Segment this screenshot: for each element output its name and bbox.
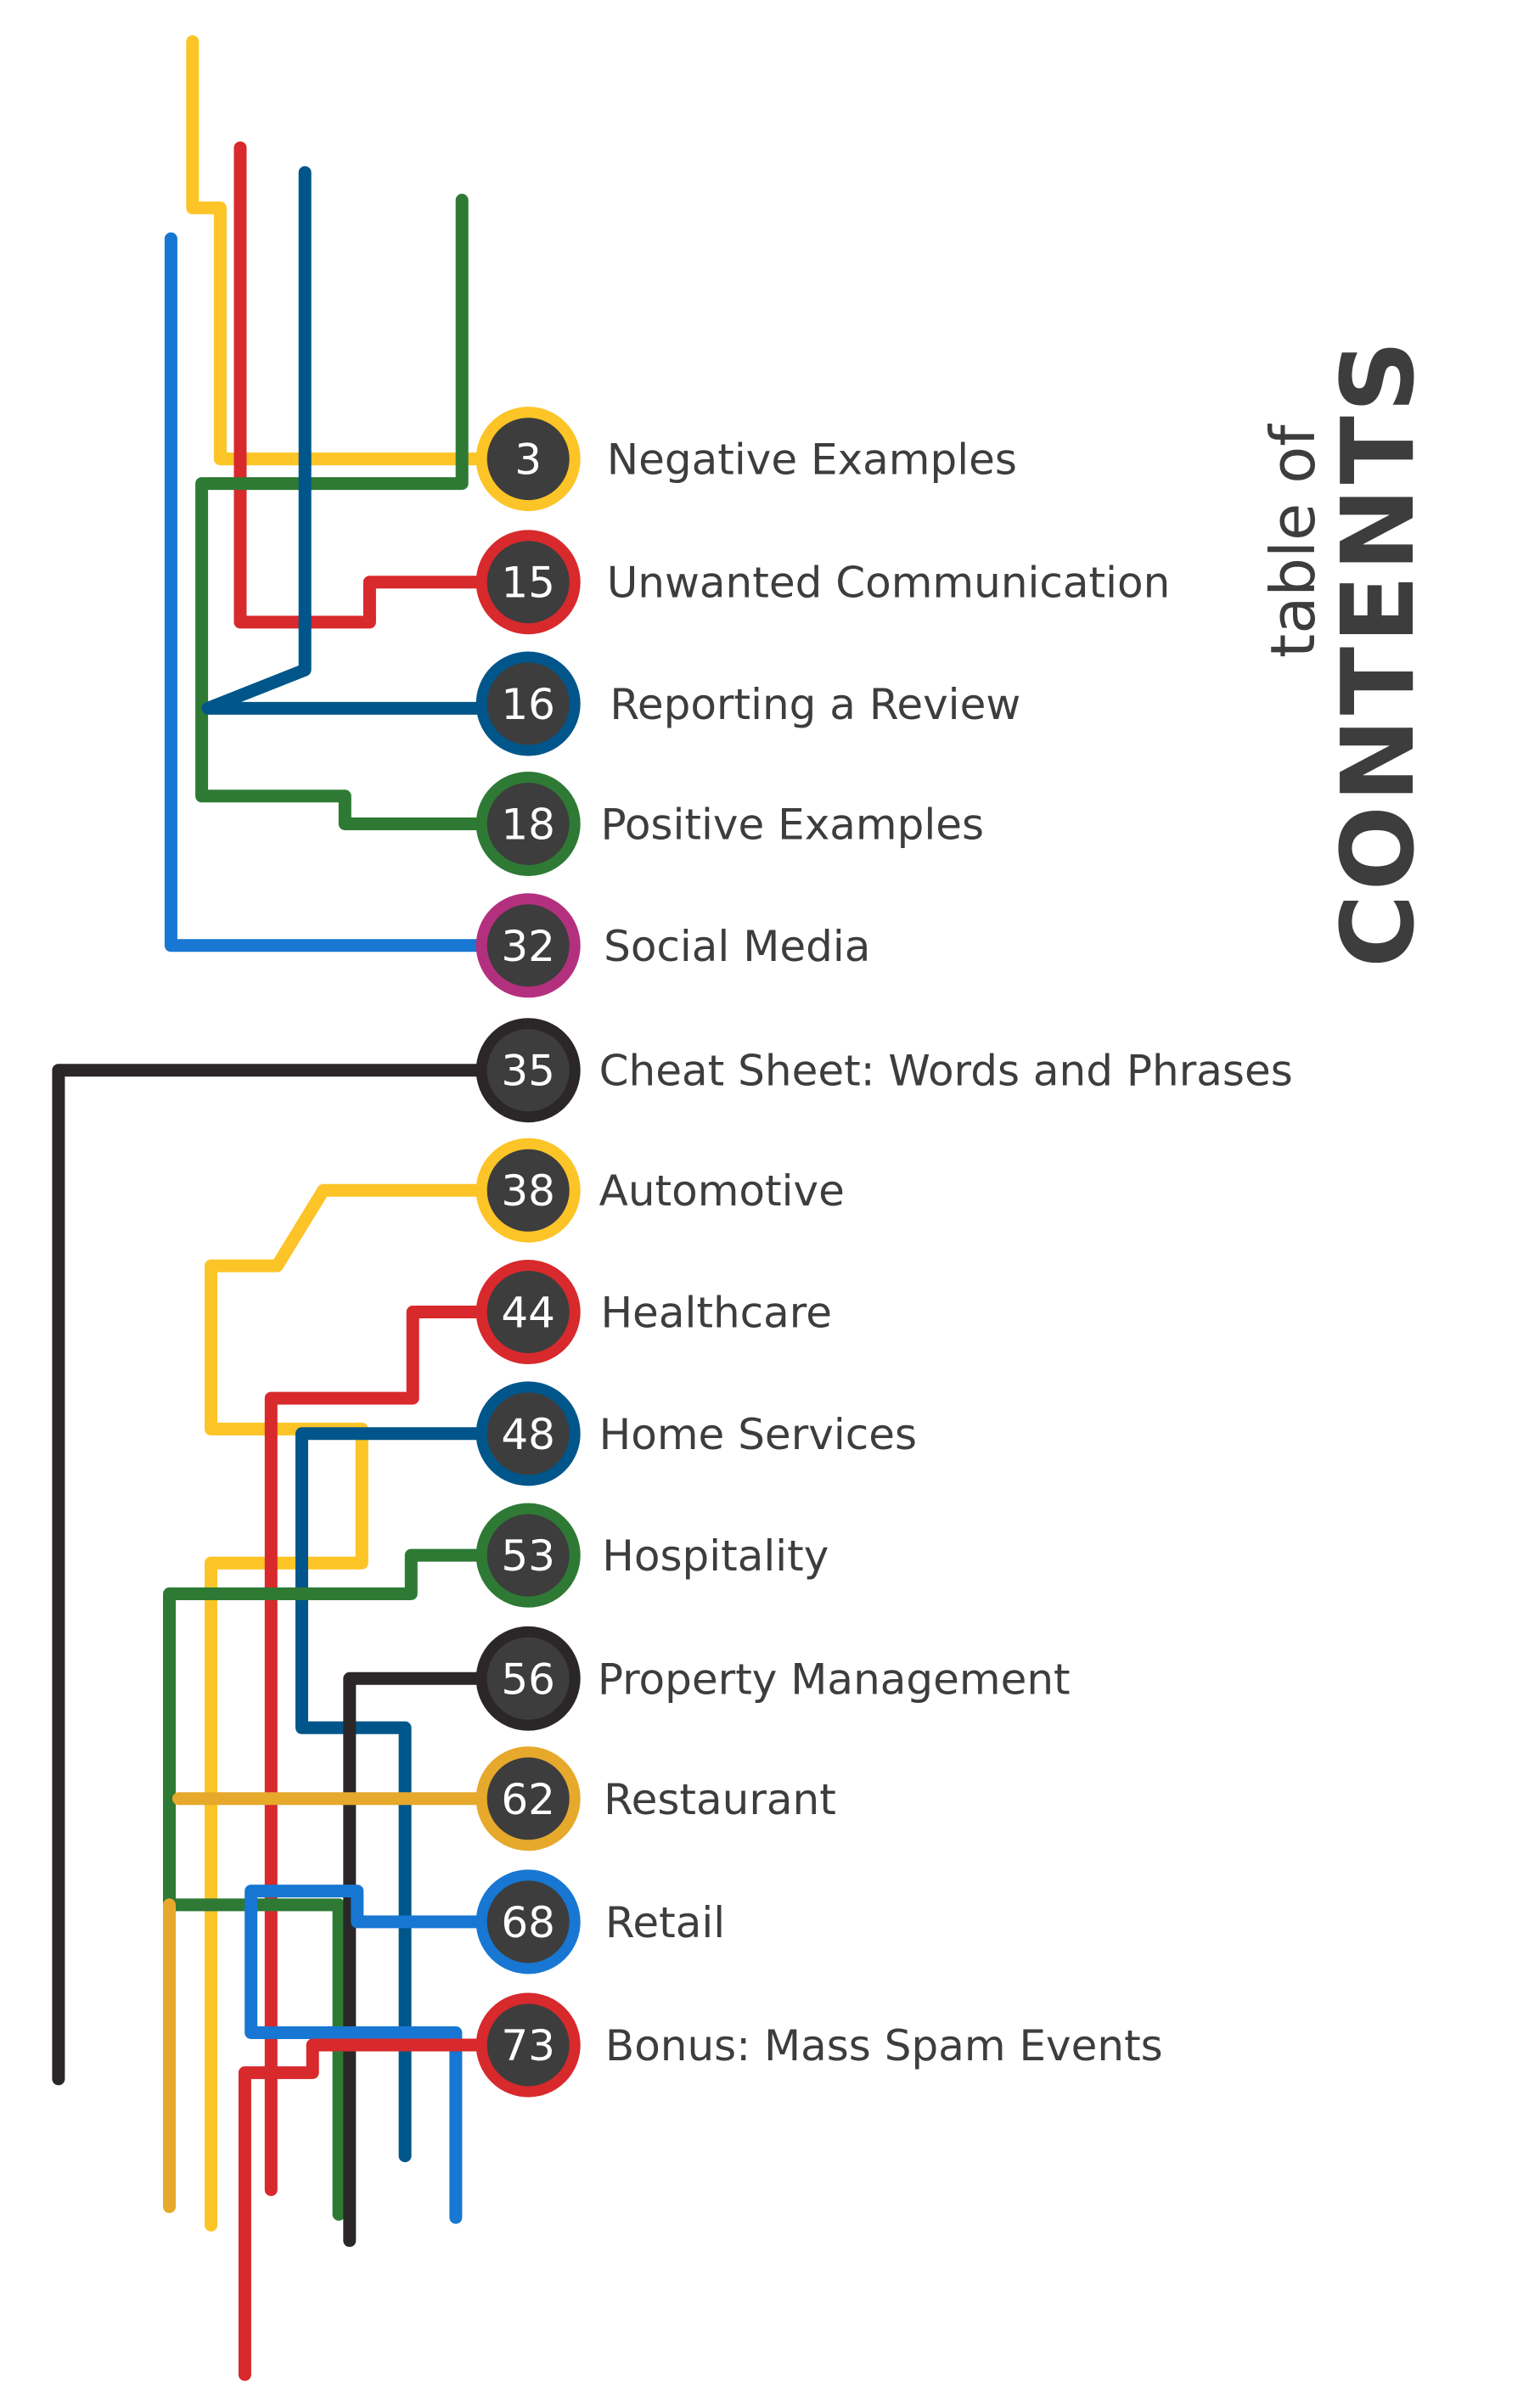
station-circle	[475, 1018, 581, 1123]
station-circle	[475, 1746, 581, 1851]
toc-entry-3[interactable]: 3 Negative Examples	[475, 407, 1017, 512]
toc-entry-32[interactable]: 32 Social Media	[475, 893, 870, 998]
station-circle	[475, 771, 581, 876]
section-title: Positive Examples	[600, 800, 984, 849]
station-circle	[475, 893, 581, 998]
page-number: 32	[501, 922, 555, 971]
red-line-bottom	[264, 1306, 535, 2196]
section-title: Property Management	[598, 1655, 1071, 1704]
toc-entry-56[interactable]: 56 Property Management	[475, 1626, 1071, 1731]
yellow-line-top	[186, 35, 535, 466]
station-circle	[475, 1869, 581, 1975]
station-circle	[475, 1381, 581, 1486]
station-circle	[475, 1626, 581, 1731]
page-number: 53	[501, 1531, 555, 1581]
toc-entry-18[interactable]: 18 Positive Examples	[475, 771, 984, 876]
page-number: 35	[501, 1047, 555, 1096]
section-title: Bonus: Mass Spam Events	[605, 2021, 1163, 2070]
black-line-main	[52, 1064, 535, 2086]
title-contents: CONTENTS	[1319, 337, 1436, 968]
toc-title: table of CONTENTS	[1257, 337, 1436, 968]
toc-entry-38[interactable]: 38 Automotive	[475, 1138, 845, 1243]
toc-entry-48[interactable]: 48 Home Services	[475, 1381, 917, 1486]
page-number: 62	[501, 1775, 555, 1824]
station-circle	[475, 651, 581, 756]
toc-entry-62[interactable]: 62 Restaurant	[475, 1746, 836, 1851]
section-title: Automotive	[599, 1166, 845, 1216]
red-line-top	[233, 141, 535, 629]
station-circle	[475, 1138, 581, 1243]
toc-entry-73[interactable]: 73 Bonus: Mass Spam Events	[475, 1992, 1163, 2098]
green-line-top	[195, 194, 535, 830]
toc-entry-16[interactable]: 16 Reporting a Review	[475, 651, 1020, 756]
yellow-line-bottom	[205, 1183, 535, 2232]
station-circle	[475, 530, 581, 635]
section-title: Healthcare	[600, 1289, 832, 1338]
section-title: Hospitality	[602, 1531, 829, 1581]
page-number: 56	[501, 1655, 555, 1704]
section-title: Unwanted Communication	[607, 559, 1171, 608]
green-line-bottom	[163, 1548, 535, 2221]
red-line-spur	[238, 2038, 535, 2381]
page-number: 48	[501, 1410, 555, 1459]
page-number: 3	[514, 435, 542, 485]
page-number: 44	[501, 1289, 555, 1338]
section-title: Cheat Sheet: Words and Phrases	[599, 1047, 1293, 1096]
blue-line-top	[164, 232, 535, 952]
section-title: Social Media	[604, 922, 870, 971]
station-circle	[475, 1992, 581, 2098]
toc-entry-44[interactable]: 44 Healthcare	[475, 1260, 832, 1365]
black-line-bottom	[343, 1671, 535, 2247]
page-number: 18	[501, 800, 555, 849]
station-circle	[475, 1503, 581, 1608]
station-list: 3 Negative Examples 15 Unwanted Communicati…	[475, 407, 1293, 2098]
blue-line-bottom	[244, 1885, 535, 2224]
page-number: 68	[501, 1898, 555, 1947]
page-number: 73	[501, 2021, 555, 2070]
navy-line-bottom	[295, 1427, 535, 2163]
section-title: Reporting a Review	[610, 680, 1020, 729]
page-number: 16	[501, 680, 555, 729]
toc-entry-15[interactable]: 15 Unwanted Communication	[475, 530, 1171, 635]
page-number: 15	[501, 559, 555, 608]
toc-entry-35[interactable]: 35 Cheat Sheet: Words and Phrases	[475, 1018, 1293, 1123]
station-circle	[475, 407, 581, 512]
title-table-of: table of	[1257, 424, 1329, 658]
route-lines	[52, 35, 535, 2381]
station-circle	[475, 1260, 581, 1365]
page-number: 38	[501, 1166, 555, 1216]
section-title: Home Services	[599, 1410, 917, 1459]
toc-entry-68[interactable]: 68 Retail	[475, 1869, 725, 1975]
toc-entry-53[interactable]: 53 Hospitality	[475, 1503, 829, 1608]
section-title: Retail	[605, 1898, 725, 1947]
navy-line-top	[201, 166, 535, 715]
section-title: Restaurant	[604, 1775, 836, 1824]
section-title: Negative Examples	[607, 435, 1017, 485]
